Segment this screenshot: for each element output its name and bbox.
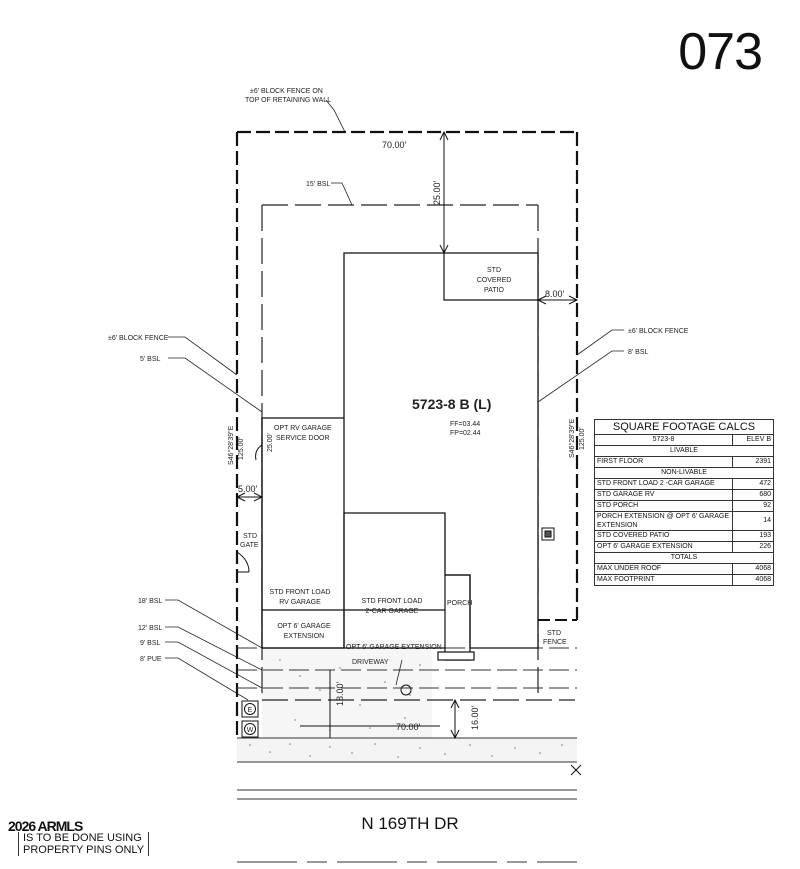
- sqft-row-value: 2391: [732, 456, 774, 468]
- sqft-row-label: STD PORCH: [594, 500, 733, 512]
- bearing-left-label: S46°28'39"E: [227, 425, 235, 465]
- note-box: IS TO BE DONE USING PROPERTY PINS ONLY: [18, 832, 150, 856]
- property-note: 2026 ARMLS IS TO BE DONE USING PROPERTY …: [8, 818, 150, 856]
- concrete-area: [237, 640, 577, 762]
- leader-lines: [165, 99, 624, 701]
- car-garage-label-2: 2-CAR GARAGE: [366, 608, 419, 615]
- utility-box: [541, 527, 555, 541]
- porch-label: PORCH: [447, 600, 472, 607]
- sqft-row-value: 4068: [732, 574, 774, 586]
- note-line-2: PROPERTY PINS ONLY: [23, 844, 145, 856]
- square-footage-table: SQUARE FOOTAGE CALCS 5723-8 ELEV B LIVAB…: [594, 419, 774, 586]
- sqft-totals-header: TOTALS: [594, 552, 774, 564]
- gate-label-2: GATE: [240, 542, 259, 549]
- sqft-row-label: STD FRONT LOAD 2 -CAR GARAGE: [594, 478, 733, 490]
- sqft-row-label: MAX FOOTPRINT: [594, 574, 733, 586]
- setback-25-label: 25.00': [432, 180, 442, 205]
- fp-label: FP=02.44: [450, 430, 481, 437]
- bsl-8-label: 8' BSL: [628, 349, 649, 356]
- width-top-label: 70.00': [382, 140, 407, 150]
- rv-garage-label-1: STD FRONT LOAD: [270, 589, 331, 596]
- sqft-row-label: FIRST FLOOR: [594, 456, 733, 468]
- setback-5-label: 5.00': [238, 484, 258, 494]
- sqft-elev: ELEV B: [732, 434, 774, 446]
- sqft-row-label: STD COVERED PATIO: [594, 530, 733, 542]
- fence-top-label-1: ±6' BLOCK FENCE ON: [250, 88, 323, 95]
- corner-markers: [400, 684, 582, 776]
- sqft-row-value: 92: [732, 500, 774, 512]
- property-line: [235, 130, 579, 738]
- lot-number: 073: [678, 23, 763, 81]
- width-bottom-label: 70.00': [396, 722, 421, 732]
- sqft-row-value: 4068: [732, 563, 774, 575]
- plan-name-label: 5723-8 B (L): [412, 396, 491, 412]
- sqft-row-label: STD GARAGE RV: [594, 489, 733, 501]
- rv-door-label-2: SERVICE DOOR: [276, 435, 330, 442]
- w-marker-label: W: [247, 727, 254, 734]
- opt-ext-label-2: EXTENSION: [284, 633, 324, 640]
- opt-ext-label-1: OPT 6' GARAGE: [277, 623, 331, 630]
- patio-label-1: STD: [487, 267, 501, 274]
- note-head: 2026 ARMLS: [8, 818, 83, 834]
- setback-25b-label: 25.00': [267, 433, 274, 452]
- sqft-nonlivable-header: NON-LIVABLE: [594, 467, 774, 479]
- bearing-right-label: S46°28'39"E: [568, 418, 576, 458]
- patio-label-2: COVERED: [477, 277, 512, 284]
- sqft-plan: 5723-8: [594, 434, 733, 446]
- setback-8-label: 8.00': [545, 289, 565, 299]
- street-name: N 169TH DR: [361, 814, 459, 833]
- sqft-row-label: PORCH EXTENSION @ OPT 6' GARAGE EXTENSIO…: [594, 511, 733, 531]
- fence-top-label-2: TOP OF RETAINING WALL: [245, 97, 331, 104]
- sqft-row-label: MAX UNDER ROOF: [594, 563, 733, 575]
- sqft-row-value: 472: [732, 478, 774, 490]
- gate-label-1: STD: [243, 533, 257, 540]
- bsl-15-label: 15' BSL: [306, 181, 330, 188]
- dim-18-label: 18.00': [335, 681, 345, 706]
- sqft-row-value: 193: [732, 530, 774, 542]
- sqft-title: SQUARE FOOTAGE CALCS: [594, 419, 774, 435]
- sqft-row-value: 226: [732, 541, 774, 553]
- e-marker-label: E: [248, 707, 253, 714]
- sqft-row-value: 14: [732, 511, 774, 531]
- car-garage-label-1: STD FRONT LOAD: [362, 598, 423, 605]
- depth-right-label: 125.00': [579, 427, 586, 450]
- rv-door-label-1: OPT RV GARAGE: [274, 425, 332, 432]
- patio-label-3: PATIO: [484, 287, 505, 294]
- utility-markers: [241, 700, 259, 738]
- pue-8-label: 8' PUE: [140, 656, 162, 663]
- depth-left-label: 125.00': [238, 437, 245, 460]
- dimension-lines: [235, 130, 579, 740]
- dim-16-label: 16.00': [470, 705, 480, 730]
- ff-label: FF=03.44: [450, 421, 480, 428]
- block-fence-right-label: ±6' BLOCK FENCE: [628, 328, 689, 335]
- rv-garage-label-2: RV GARAGE: [279, 599, 321, 606]
- sqft-row-label: OPT 6' GARAGE EXTENSION: [594, 541, 733, 553]
- bsl-12-label: 12' BSL: [138, 625, 162, 632]
- bsl-5-label: 5' BSL: [140, 356, 161, 363]
- note-line-1: IS TO BE DONE USING: [23, 832, 142, 844]
- block-fence-left-label: ±6' BLOCK FENCE: [108, 335, 169, 342]
- sqft-livable-header: LIVABLE: [594, 445, 774, 457]
- opt-ext-label-3: OPT 6' GARAGE EXTENSION: [346, 644, 442, 651]
- bsl-9-label: 9' BSL: [140, 640, 161, 647]
- curb-lines: [237, 737, 577, 863]
- std-fence-label-1: STD: [547, 630, 561, 637]
- std-fence-label-2: FENCE: [543, 639, 567, 646]
- driveway-label: DRIVEWAY: [352, 659, 389, 666]
- sqft-row-value: 680: [732, 489, 774, 501]
- gate: [236, 444, 263, 573]
- bsl-18-label: 18' BSL: [138, 598, 162, 605]
